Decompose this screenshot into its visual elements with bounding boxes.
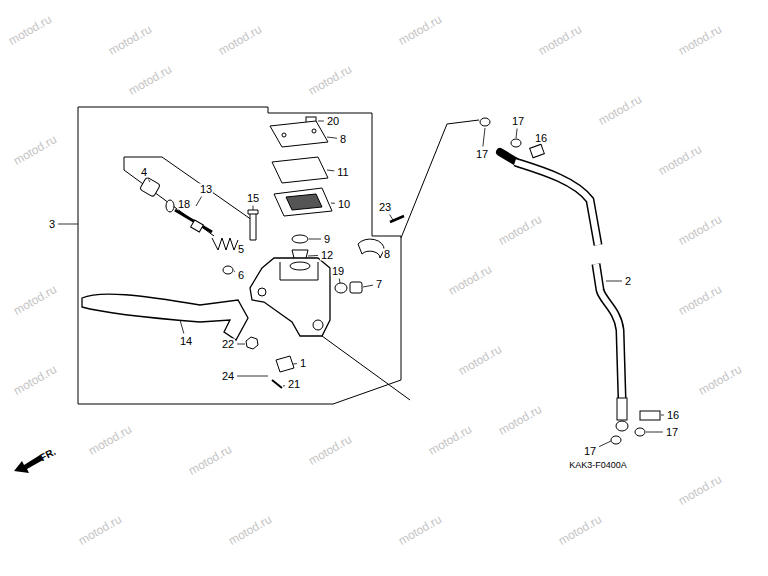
watermark: motod.ru — [596, 93, 643, 127]
callout-number: 17 — [665, 427, 679, 438]
leader-line — [646, 432, 663, 433]
callout-number: 15 — [246, 193, 260, 204]
callout-number: 17 — [583, 446, 597, 457]
callout-number: 8 — [383, 249, 391, 260]
watermark: motod.ru — [106, 23, 153, 57]
leader-line — [327, 137, 337, 138]
callout-number: 14 — [179, 336, 193, 347]
callout-number: 1 — [299, 358, 307, 369]
brake-lever — [82, 294, 248, 340]
callout-number: 6 — [237, 270, 245, 281]
watermark: motod.ru — [676, 473, 723, 507]
watermark: motod.ru — [556, 513, 603, 547]
leader-line — [293, 363, 297, 364]
callout-number: 12 — [320, 250, 334, 261]
callout-number: 17 — [511, 116, 525, 127]
callout-number: 2 — [624, 276, 632, 287]
callout-number: 11 — [336, 167, 349, 178]
watermark: motod.ru — [6, 13, 53, 47]
leader-line — [331, 203, 335, 204]
watermark: motod.ru — [11, 283, 58, 317]
watermark: motod.ru — [426, 423, 473, 457]
leader-line — [661, 415, 664, 416]
leader-line — [283, 385, 285, 386]
callout-number: 16 — [534, 133, 548, 144]
watermark: motod.ru — [496, 403, 543, 437]
leader-line — [58, 224, 78, 225]
watermark: motod.ru — [396, 13, 443, 47]
callout-number: 7 — [375, 279, 383, 290]
leader-line — [339, 279, 341, 284]
diaphragm-plate — [272, 157, 328, 183]
leader-line — [308, 255, 318, 257]
master-cylinder — [250, 258, 330, 336]
front-arrow — [14, 455, 43, 473]
watermark: motod.ru — [226, 513, 273, 547]
leader-line — [599, 441, 611, 447]
watermark: motod.ru — [86, 423, 133, 457]
leader-line — [237, 376, 268, 377]
leader-line — [483, 128, 485, 147]
watermark: motod.ru — [456, 343, 503, 377]
leader-line — [318, 121, 324, 122]
piston-bracket — [124, 157, 252, 236]
callout-number: 21 — [287, 379, 301, 390]
callout-number: 9 — [323, 234, 331, 245]
watermark: motod.ru — [11, 363, 58, 397]
part-code: KAK3-F0400A — [568, 461, 628, 470]
callout-number: 4 — [140, 167, 148, 178]
direction-label: FR. — [39, 447, 58, 463]
callout-number: 5 — [237, 244, 245, 255]
callout-number: 20 — [326, 116, 340, 127]
watermark: motod.ru — [216, 23, 263, 57]
callout-number: 8 — [339, 134, 347, 145]
watermark: motod.ru — [126, 63, 173, 97]
watermark: motod.ru — [306, 433, 353, 467]
leader-line — [149, 180, 151, 183]
watermark: motod.ru — [696, 363, 743, 397]
leader-line — [309, 239, 321, 240]
leader-line — [180, 320, 184, 334]
leader-line — [363, 285, 373, 287]
watermark: motod.ru — [186, 443, 233, 477]
watermark: motod.ru — [396, 513, 443, 547]
leader-line — [516, 129, 517, 139]
watermark: motod.ru — [76, 513, 123, 547]
leader-line — [327, 170, 334, 172]
leader-line — [196, 197, 202, 207]
callout-number: 24 — [221, 371, 235, 382]
leader-line — [390, 215, 393, 221]
watermark: motod.ru — [676, 213, 723, 247]
watermark: motod.ru — [676, 283, 723, 317]
callout-number: 18 — [177, 199, 191, 210]
leader-line — [253, 206, 254, 211]
watermark: motod.ru — [306, 63, 353, 97]
watermark: motod.ru — [11, 133, 58, 167]
callout-number: 3 — [48, 219, 56, 230]
callout-number: 22 — [221, 339, 235, 350]
leader-line — [606, 281, 622, 282]
leader-line — [234, 271, 236, 273]
watermark: motod.ru — [676, 23, 723, 57]
callout-number: 10 — [337, 199, 351, 210]
cap-plate — [270, 121, 328, 147]
watermark: motod.ru — [496, 213, 543, 247]
callout-number: 17 — [475, 149, 489, 160]
callout-number: 16 — [666, 410, 680, 421]
watermark: motod.ru — [656, 143, 703, 177]
watermark: motod.ru — [446, 263, 493, 297]
assembly-outline — [78, 107, 401, 404]
callout-number: 19 — [331, 266, 345, 277]
diaphragm — [274, 188, 332, 216]
callout-number: 13 — [199, 184, 213, 195]
leader-line — [237, 344, 245, 345]
watermark: motod.ru — [536, 23, 583, 57]
callout-number: 23 — [378, 202, 392, 213]
